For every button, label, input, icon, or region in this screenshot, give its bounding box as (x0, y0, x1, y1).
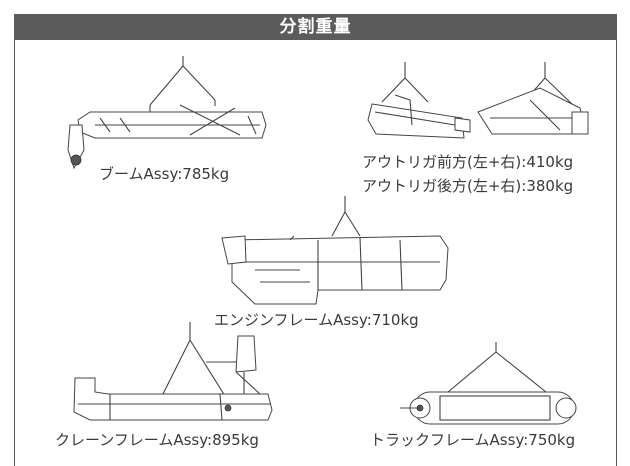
engine-frame-illustration (221, 196, 449, 305)
track-frame-weight-label: トラックフレームAssy:750kg (370, 431, 576, 449)
engine-frame-weight-label: エンジンフレームAssy:710kg (214, 311, 419, 329)
outrigger-front-weight-label: アウトリガ前方(左+右):410kg (362, 153, 574, 171)
boom-weight-label: ブームAssy:785kg (99, 165, 230, 183)
boom-illustration (67, 56, 267, 170)
outrigger-rear-weight-label: アウトリガ後方(左+右):380kg (362, 177, 574, 195)
section-header: 分割重量 (14, 14, 617, 40)
track-frame-illustration (400, 342, 577, 425)
crane-frame-weight-label: クレーンフレームAssy:895kg (55, 431, 259, 449)
crane-frame-illustration (73, 322, 273, 421)
outrigger-illustration (367, 62, 589, 139)
